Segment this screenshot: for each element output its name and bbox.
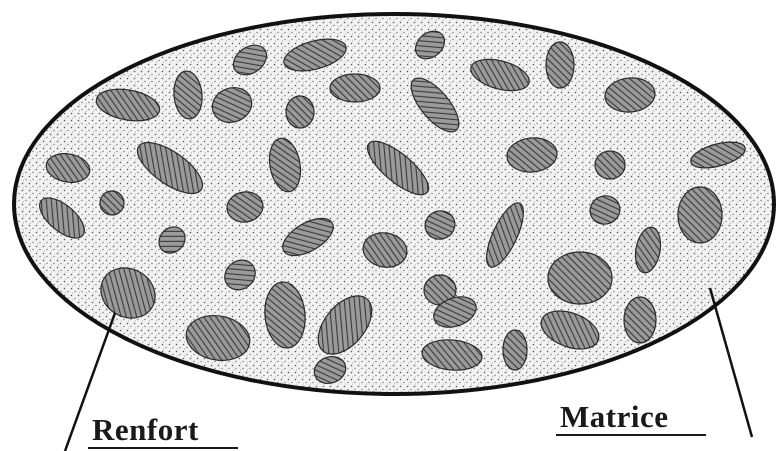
reinforcement-particle (546, 42, 574, 88)
matrix-pointer-line (710, 288, 752, 437)
reinforcement-label-underline (88, 447, 238, 449)
reinforcement-particle (100, 191, 124, 215)
matrix-label-underline (556, 434, 706, 436)
reinforcement-particle (330, 74, 380, 102)
reinforcement-particle (503, 330, 527, 370)
matrix-label: Matrice (560, 401, 668, 432)
reinforcement-particle (624, 297, 656, 343)
reinforcement-particle (286, 96, 314, 128)
reinforcement-particle (595, 151, 625, 179)
reinforcement-particle (548, 252, 612, 304)
reinforcement-label: Renfort (92, 414, 199, 445)
matrix-region (14, 14, 774, 394)
reinforcement-particle (678, 187, 722, 243)
